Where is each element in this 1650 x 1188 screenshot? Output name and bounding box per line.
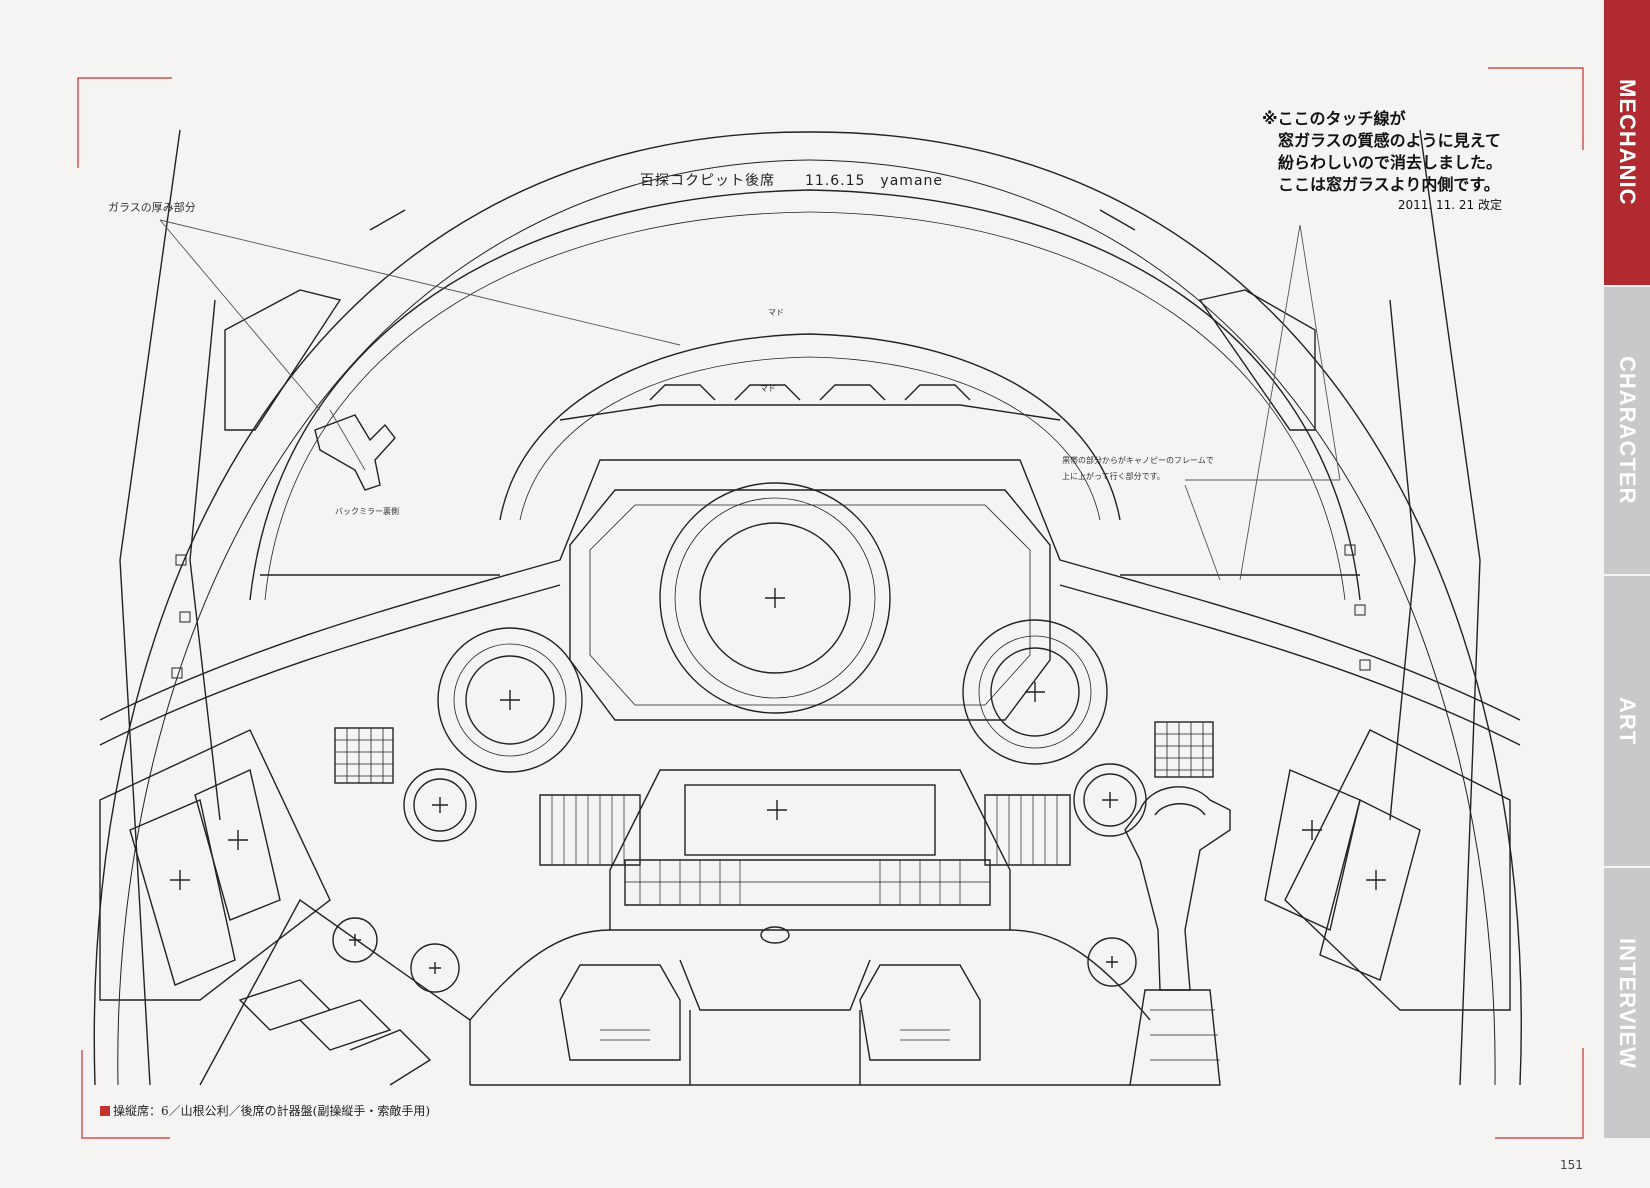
label-mirror-back: バックミラー裏側 <box>335 507 399 516</box>
tab-art-label: ART <box>1615 696 1640 746</box>
page-number: 151 <box>1560 1158 1583 1172</box>
drawing-title: 百探コクピット後席 11.6.15 yamane <box>640 173 944 189</box>
tab-interview-label: INTERVIEW <box>1615 937 1640 1069</box>
label-glass-thickness: ガラスの厚み部分 <box>108 201 196 214</box>
note-line-3: 紛らわしいので消去しました。 <box>1278 153 1503 172</box>
revision-note: ※ここのタッチ線が 窓ガラスの質感のように見えて 紛らわしいので消去しました。 … <box>1262 108 1502 216</box>
caption-text: 操縦席：6／山根公利／後席の計器盤(副操縦手・索敵手用) <box>113 1104 431 1118</box>
label-frame-line-2: 上に上がって行く部分です。 <box>1062 472 1165 481</box>
section-tabs: MECHANIC CHARACTER ART INTERVIEW <box>1604 0 1650 1188</box>
tab-art[interactable]: ART <box>1604 576 1650 866</box>
tab-character[interactable]: CHARACTER <box>1604 287 1650 574</box>
cockpit-line-drawing <box>77 67 1584 1139</box>
note-line-1: ※ここのタッチ線が <box>1262 109 1406 128</box>
figure-caption: 操縦席：6／山根公利／後席の計器盤(副操縦手・索敵手用) <box>100 1102 430 1119</box>
label-window-top: マド <box>768 308 784 317</box>
tab-mechanic[interactable]: MECHANIC <box>1604 0 1650 285</box>
label-frame-line-1: 黒帯の部分からがキャノピーのフレームで <box>1062 456 1214 465</box>
label-window-inner: マド <box>760 384 776 393</box>
tab-interview[interactable]: INTERVIEW <box>1604 868 1650 1138</box>
tab-character-label: CHARACTER <box>1615 356 1640 505</box>
tab-mechanic-label: MECHANIC <box>1615 79 1640 206</box>
note-line-2: 窓ガラスの質感のように見えて <box>1278 131 1501 150</box>
note-date: 2011. 11. 21 改定 <box>1397 198 1503 212</box>
caption-marker <box>100 1105 110 1116</box>
note-line-4: ここは窓ガラスより内側です。 <box>1278 175 1500 194</box>
